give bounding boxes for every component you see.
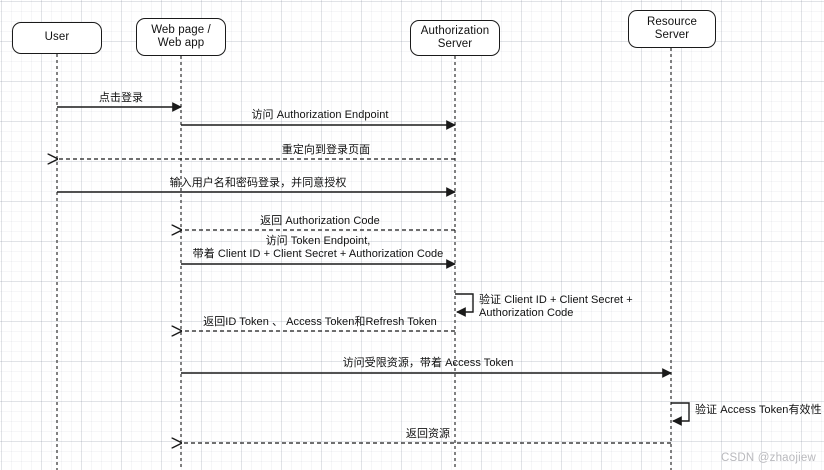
- message-label-m6: 访问 Token Endpoint, 带着 Client ID + Client…: [192, 235, 444, 260]
- message-label-m4: 输入用户名和密码登录，并同意授权: [169, 177, 347, 189]
- message-arrows-group: [57, 102, 672, 443]
- csdn-watermark: CSDN @zhaojiew: [720, 452, 816, 464]
- message-label-m7: 返回ID Token 、 Access Token和Refresh Token: [203, 316, 437, 328]
- actor-box-webapp[interactable]: Web page / Web app: [136, 18, 226, 56]
- self-message-arrow-s2: [671, 402, 690, 426]
- self-message-arrows-group: [455, 293, 690, 426]
- message-label-m1: 点击登录: [98, 92, 144, 104]
- message-label-m9: 返回资源: [405, 428, 451, 440]
- self-message-label-s2: 验证 Access Token有效性: [695, 404, 822, 416]
- self-message-label-s1: 验证 Client ID + Client Secret + Authoriza…: [479, 294, 633, 319]
- message-label-m8: 访问受限资源，带着 Access Token: [342, 357, 514, 369]
- self-message-arrow-s1: [455, 293, 474, 317]
- actor-box-user[interactable]: User: [12, 22, 102, 54]
- message-label-m2: 访问 Authorization Endpoint: [251, 109, 389, 121]
- message-label-m5: 返回 Authorization Code: [260, 215, 380, 227]
- actor-box-resourceserver[interactable]: Resource Server: [628, 10, 716, 48]
- message-label-m3: 重定向到登录页面: [281, 144, 371, 156]
- actor-box-authserver[interactable]: Authorization Server: [410, 20, 500, 56]
